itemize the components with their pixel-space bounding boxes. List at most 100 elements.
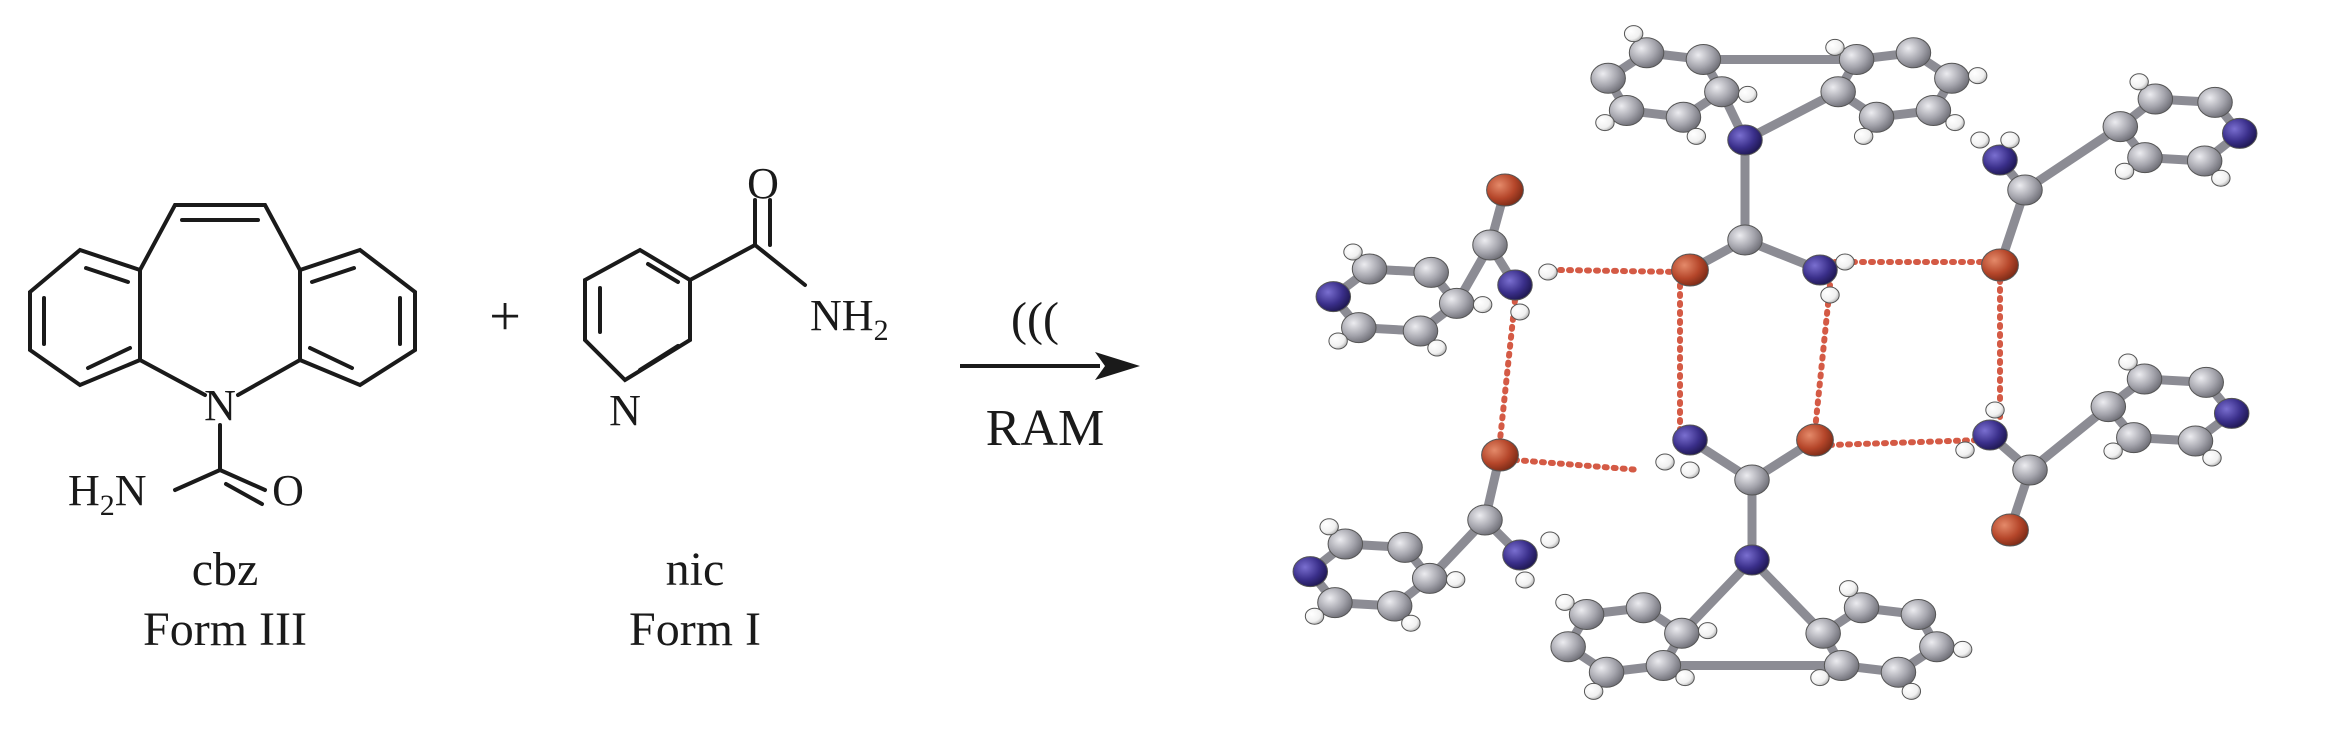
- hydrogen-atom: [1540, 531, 1560, 549]
- carbon-atom: [1843, 592, 1880, 624]
- carbon-atom: [1915, 94, 1952, 126]
- carbon-atom: [1664, 617, 1700, 649]
- hydrogen-atom: [1967, 67, 1988, 85]
- hydrogen-bond: [1512, 457, 1643, 473]
- hydrogen-atom: [1697, 622, 1718, 640]
- nitrogen-atom: [1727, 124, 1763, 156]
- hydrogen-atom: [1328, 332, 1348, 350]
- hydrogen-atom: [1515, 571, 1535, 589]
- oxygen-atom: [1796, 423, 1834, 457]
- hydrogen-atom: [1680, 461, 1700, 479]
- hydrogen-atom: [1838, 580, 1859, 598]
- carbon-atom: [1805, 617, 1841, 649]
- nic-c-nh2-bond: [753, 243, 807, 287]
- hydrogen-atom: [2118, 353, 2138, 371]
- hydrogen-atom: [1737, 85, 1758, 103]
- carbon-atom: [1628, 37, 1665, 69]
- hydrogen-atom: [1955, 441, 1975, 459]
- nic-ring-double-bond: [646, 262, 680, 284]
- cbz-name: cbz: [192, 543, 259, 596]
- oxygen-atom: [1486, 173, 1524, 207]
- carbon-atom: [1376, 590, 1413, 622]
- carbon-atom: [1467, 504, 1503, 536]
- hydrogen-atom: [1901, 682, 1922, 700]
- nic-ring-c-bond: [688, 243, 757, 282]
- hydrogen-atom: [1510, 303, 1530, 321]
- carbon-atom: [1351, 253, 1388, 285]
- hydrogen-bond: [1827, 437, 1983, 448]
- carbon-atom: [2126, 363, 2163, 395]
- nitrogen-atom: [1315, 281, 1352, 313]
- oxygen-atom: [1481, 438, 1519, 472]
- hydrogen-atom: [1970, 131, 1990, 149]
- carbon-atom: [1327, 528, 1364, 560]
- acoustic-mixing-symbol: (((: [1011, 293, 1059, 346]
- nitrogen-atom: [2213, 397, 2250, 429]
- bond-stick: [1747, 555, 1828, 638]
- nitrogen-atom: [1982, 144, 2018, 176]
- nic-form: Form I: [629, 603, 761, 656]
- carbon-atom: [1608, 94, 1645, 126]
- carbon-atom: [2012, 454, 2048, 486]
- bond-stick: [2025, 402, 2113, 475]
- hydrogen-atom: [2114, 162, 2135, 180]
- cocrystal-structure: [1292, 25, 2258, 700]
- hydrogen-atom: [1401, 614, 1421, 632]
- carbon-atom: [1823, 649, 1860, 681]
- oxygen-atom: [1991, 513, 2029, 547]
- nic-o-atom: O: [747, 159, 779, 208]
- cbz-structure: N H2N O cbz Form III: [28, 203, 417, 656]
- nitrogen-atom: [1292, 556, 1329, 588]
- hydrogen-atom: [1583, 682, 1604, 700]
- nic-structure: O NH2 N nic Form I: [583, 159, 889, 656]
- hydrogen-bond: [1497, 297, 1518, 443]
- hydrogen-atom: [1595, 114, 1615, 132]
- carbon-atom: [2127, 142, 2163, 174]
- nitrogen-atom: [1497, 269, 1533, 301]
- carbon-atom: [1685, 44, 1722, 76]
- hydrogen-atom: [1835, 253, 1855, 271]
- cbz-right-ring-bond: [298, 247, 417, 388]
- carbon-atom: [1568, 599, 1605, 631]
- cbz-o-atom: O: [272, 466, 304, 515]
- cbz-azepine-bond: [138, 203, 302, 272]
- hydrogen-atom: [1820, 286, 1840, 304]
- hydrogen-atom: [1810, 669, 1830, 687]
- carbon-atom: [1387, 531, 1423, 563]
- carbon-atom: [1550, 631, 1586, 663]
- carbon-atom: [2186, 145, 2223, 177]
- carbon-atom: [2177, 425, 2214, 457]
- carbon-atom: [2137, 83, 2174, 115]
- hydrogen-atom: [1472, 296, 1493, 314]
- carbon-atom: [2007, 174, 2043, 206]
- carbon-atom: [1472, 229, 1508, 261]
- cbz-c-o-bond: [218, 468, 267, 492]
- cbz-c-nh2-bond: [173, 468, 222, 492]
- cbz-left-ring-double-bond: [86, 346, 132, 370]
- hydrogen-bond: [1557, 267, 1683, 275]
- cbz-ring-n-bond: [236, 358, 302, 397]
- nic-pyridine-ring-bond: [583, 247, 692, 383]
- carbon-atom: [1820, 76, 1856, 108]
- hydrogen-atom: [1825, 38, 1845, 56]
- arrow-head-icon: [1095, 352, 1140, 380]
- carbon-atom: [1588, 656, 1625, 688]
- hydrogen-bond: [1812, 282, 1833, 433]
- hydrogen-atom: [2211, 169, 2231, 187]
- cbz-right-ring-double-bond: [308, 346, 354, 370]
- carbon-atom: [1704, 76, 1740, 108]
- carbon-atom: [1858, 101, 1895, 133]
- bond-stick: [1677, 555, 1757, 638]
- ram-label: RAM: [986, 400, 1104, 457]
- carbon-atom: [1665, 101, 1702, 133]
- hydrogen-atom: [1675, 669, 1695, 687]
- hydrogen-atom: [1623, 25, 1644, 43]
- nic-nh2-label: NH2: [810, 291, 889, 347]
- hydrogen-atom: [2103, 442, 2123, 460]
- cbz-n-atom: N: [204, 381, 236, 430]
- carbon-atom: [1734, 464, 1770, 496]
- cbz-right-ring-double-bond: [310, 266, 356, 284]
- hydrogen-atom: [1555, 593, 1575, 611]
- carbon-atom: [1838, 44, 1875, 76]
- carbon-atom: [1727, 224, 1763, 256]
